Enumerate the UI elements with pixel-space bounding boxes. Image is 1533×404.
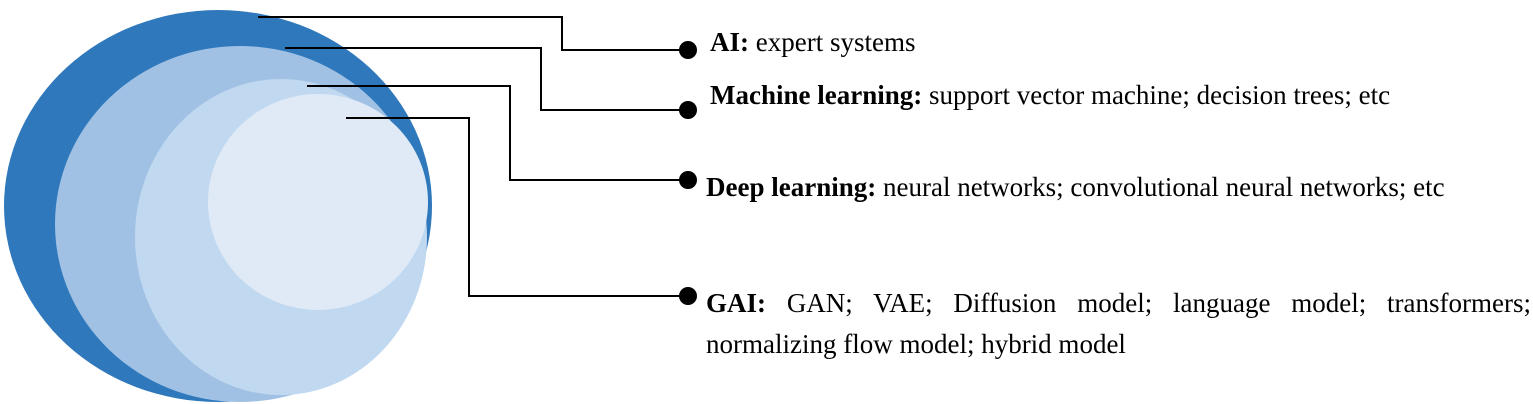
deep-learning-label: Deep learning: neural networks; convolut… <box>706 167 1466 208</box>
ai-label: AI: expert systems <box>710 22 1510 63</box>
ai-bullet-dot <box>679 41 697 59</box>
gai-label: GAI: GAN; VAE; Diffusion model; language… <box>706 283 1531 365</box>
gai-leader-line <box>346 117 688 297</box>
machine-learning-label: Machine learning: support vector machine… <box>710 75 1520 116</box>
machine-learning-leader-line <box>285 47 688 111</box>
gai-term: GAI: <box>706 288 766 318</box>
deep-learning-examples: neural networks; convolutional neural ne… <box>882 172 1445 202</box>
deep-learning-bullet-dot <box>679 171 697 189</box>
gai-examples: GAN; VAE; Diffusion model; language mode… <box>706 288 1532 359</box>
gai-bullet-dot <box>679 287 697 305</box>
machine-learning-term: Machine learning: <box>710 80 923 110</box>
ai-term: AI: <box>710 27 749 57</box>
ai-examples: expert systems <box>755 27 916 57</box>
ai-leader-line <box>258 16 688 51</box>
machine-learning-examples: support vector machine; decision trees; … <box>928 80 1391 110</box>
deep-learning-term: Deep learning: <box>706 172 877 202</box>
machine-learning-bullet-dot <box>679 101 697 119</box>
deep-learning-leader-line <box>307 85 688 181</box>
gai-ellipse <box>208 94 428 310</box>
